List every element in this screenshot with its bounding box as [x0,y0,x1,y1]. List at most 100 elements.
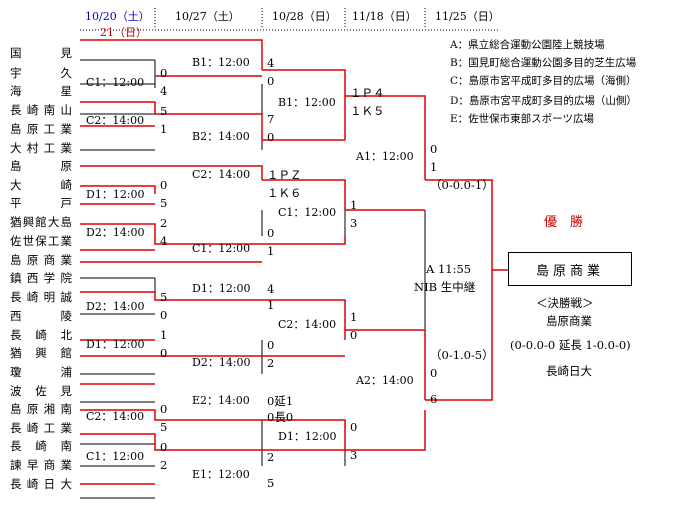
r2-score-1b: 0 [267,130,275,144]
r2-slot-0: B1：12:00 [192,56,250,69]
team-18: 波 佐 見 [10,384,72,398]
r2-score-0b: 0 [267,74,275,88]
r1-score-4a: 5 [160,290,168,304]
champion-box: 島原商業 [508,252,632,286]
r4-score-1b: 6 [430,392,438,406]
r2-slot-3: C1：12:00 [192,242,251,255]
team-10: 佐世保工業 [10,234,72,248]
date-col1: 10/20（土） [85,10,150,24]
champion-label: 優 勝 [544,215,584,230]
team-14: 西 陵 [10,309,72,323]
r4-slot-1: A2：14:00 [356,374,414,387]
r1-slot-0: C1：12:00 [86,76,145,89]
r2-score-3a: 0 [267,226,275,240]
date-col1-a: 10/20 [85,10,117,23]
team-21: 長 崎 南 [10,439,72,453]
r2-score-1a: 7 [267,112,275,126]
legend-b: B：国見町総合運動公園多目的芝生広場 [450,57,637,69]
r2-slot-1: B2：14:00 [192,130,250,143]
r4-note-0: （0-0.0-1） [430,178,494,192]
r1-score-3b: 4 [160,234,168,248]
r2-score-7b: 5 [267,476,275,490]
r4-note-1: （0-1.0-5） [430,348,494,362]
date-separators [154,8,426,27]
final-time: A 11:55 [426,262,472,276]
r1-slot-1: C2：14:00 [86,114,145,127]
r2-score-2a: １ＰＺ [267,168,302,182]
r2-score-7a: 2 [267,450,275,464]
r1-slot-5: D1：12:00 [86,338,145,351]
team-7: 大 崎 [10,178,72,192]
r3-score-1a: 1 [350,198,358,212]
r1-score-6a: 0 [160,402,168,416]
r1-score-0b: 4 [160,84,168,98]
r1-slot-2: D1：12:00 [86,188,145,201]
r2-score-6a: 0延1 [267,394,294,408]
r2-score-3b: 1 [267,244,275,258]
r3-score-0a: １Ｐ４ [350,86,385,100]
r1-slot-6: C2：14:00 [86,410,145,423]
r1-slot-4: D2：14:00 [86,300,145,313]
r2-score-5a: 0 [267,338,275,352]
team-23: 長崎日大 [10,477,72,491]
r3-score-1b: 3 [350,216,358,230]
r1-slot-3: D2：14:00 [86,226,145,239]
r2-score-6b: 0長0 [267,410,294,424]
team-6: 島 原 [10,159,72,173]
r2-slot-6: E2：14:00 [192,394,250,407]
r3-slot-0: B1：12:00 [278,96,336,109]
r1-score-1b: 1 [160,122,168,136]
r4-score-0a: 0 [430,142,438,156]
legend-c: C：島原市宮平成町多目的広場（海側） [450,75,637,87]
r2-slot-2: C2：14:00 [192,168,251,181]
date-col3: 10/28（日） [272,10,337,23]
r3-slot-2: C2：14:00 [278,318,337,331]
team-2: 海 星 [10,84,72,98]
r1-score-1a: 5 [160,104,168,118]
r1-score-2a: 0 [160,178,168,192]
r4-score-1a: 0 [430,366,438,380]
r1-score-0a: 0 [160,66,168,80]
r3-score-2b: 0 [350,328,358,342]
final-broadcast: NIB 生中継 [414,280,476,294]
team-9: 猶興館大島 [10,215,72,229]
r3-score-3a: 0 [350,420,358,434]
team-22: 諫早商業 [10,458,72,472]
date-col1-b: 21（日） [100,26,147,39]
team-19: 島原湘南 [10,402,72,416]
team-13: 長崎明誠 [10,290,72,304]
r1-score-7b: 2 [160,458,168,472]
final-score: (0-0.0-0 延長 1-0.0-0) [510,338,631,352]
legend-e: E：佐世保市東部スポーツ広場 [450,113,594,125]
team-20: 長崎工業 [10,421,72,435]
r2-score-5b: 2 [267,356,275,370]
r1-score-5a: 1 [160,328,168,342]
r2-score-4a: 4 [267,282,275,296]
final-team1: 島原商業 [546,314,592,328]
legend-a: A：県立総合運動公園陸上競技場 [450,39,605,51]
final-title: ＜決勝戦＞ [536,296,594,310]
date-col5: 11/25（日） [435,10,500,23]
team-15: 長 崎 北 [10,328,72,342]
team-0: 国 見 [10,46,72,60]
date-col2: 10/27（土） [175,10,240,23]
r1-slot-7: C1：12:00 [86,450,145,463]
r3-slot-1: C1：12:00 [278,206,337,219]
r1-score-6b: 5 [160,420,168,434]
team-16: 猶 興 館 [10,346,72,360]
final-team2: 長崎日大 [546,364,592,378]
r2-slot-5: D2：14:00 [192,356,251,369]
r3-score-0b: １Ｋ５ [350,104,385,118]
r3-slot-3: D1：12:00 [278,430,337,443]
r1-score-3a: 2 [160,216,168,230]
r2-score-0a: 4 [267,56,275,70]
team-12: 鎮西学院 [10,271,72,285]
team-8: 平 戸 [10,196,72,210]
r3-score-2a: 1 [350,310,358,324]
date-col1-day: （土） [116,10,150,23]
team-1: 宇 久 [10,66,72,80]
team-3: 長崎南山 [10,103,72,117]
r1-score-2b: 5 [160,196,168,210]
r3-score-3b: 3 [350,448,358,462]
